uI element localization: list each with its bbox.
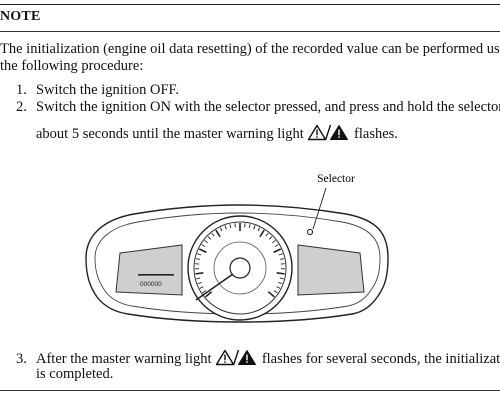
gauge-tick: [198, 248, 207, 254]
gauge-tick: [211, 232, 215, 237]
gauge-tick: [259, 229, 265, 238]
left-display-bar: [138, 274, 174, 276]
gauge-needle: [195, 273, 234, 301]
gauge-tick: [202, 290, 207, 294]
gauge-tick: [248, 224, 251, 229]
selector-callout-label: Selector: [317, 173, 355, 185]
gauge-hub: [229, 257, 251, 279]
gauge-tick: [276, 286, 281, 289]
gauge-ticks: [194, 223, 286, 298]
odometer-readout: 000000: [140, 281, 162, 288]
left-display-panel: [115, 244, 183, 296]
step-1-text: Switch the ignition OFF.: [36, 82, 180, 98]
gauge-tick: [257, 227, 261, 232]
gauge-tick: [253, 225, 256, 230]
gauge-tick: [195, 272, 204, 275]
gauge-tick: [199, 286, 204, 289]
gauge-tick: [280, 258, 285, 260]
step-3-text-line2: is completed.: [36, 366, 114, 382]
gauge-tick: [195, 258, 200, 260]
gauge-tick: [207, 236, 212, 240]
step-3-text-after-icon: flashes for several seconds, the initial…: [261, 351, 500, 367]
gauge-tick: [268, 236, 273, 240]
gauge-tick: [201, 244, 206, 247]
step-3-continuation: is completed.: [36, 366, 113, 383]
note-heading: NOTE: [0, 9, 41, 24]
gauge-tick: [197, 281, 202, 285]
note-paragraph-line2: the following procedure:: [0, 58, 144, 74]
cluster-housing-outer: [85, 204, 389, 323]
step-2: 2. Switch the ignition ON with the select…: [16, 99, 500, 116]
step-3: 3. After the master warning light flashes…: [16, 349, 500, 371]
gauge-tick: [229, 224, 232, 229]
top-rule: [0, 4, 500, 5]
selector-callout-line: [312, 187, 327, 230]
gauge-tick: [205, 291, 213, 298]
step-1: 1. Switch the ignition OFF.: [16, 82, 179, 99]
heading-rule: [0, 31, 500, 32]
master-warning-light-icon: [215, 349, 257, 371]
step-2-number: 2.: [16, 99, 27, 115]
gauge-tick: [276, 272, 285, 275]
step-2-text-line1: Switch the ignition ON with the selector…: [36, 99, 500, 115]
gauge-tick: [197, 253, 202, 256]
instrument-cluster-illustration: Selector 000000: [85, 173, 389, 323]
cluster-housing-inner: [94, 212, 381, 315]
selector-knob[interactable]: [306, 228, 314, 236]
gauge-tick: [273, 248, 282, 254]
step-1-number: 1.: [16, 82, 27, 98]
gauge-tick: [224, 225, 227, 230]
master-warning-light-icon: [308, 124, 349, 146]
note-paragraph: The initialization (engine oil data rese…: [0, 41, 500, 75]
gauge-tick: [272, 239, 276, 244]
gauge-tick: [219, 227, 223, 232]
gauge-tick: [267, 291, 275, 298]
step-2-text-after-icon: flashes.: [354, 126, 398, 142]
gauge-tick: [278, 281, 283, 285]
note-paragraph-line1: The initialization (engine oil data rese…: [0, 41, 500, 57]
gauge-tick: [204, 239, 208, 244]
gauge-tick: [273, 290, 278, 294]
gauge-tick: [274, 244, 279, 247]
gauge-tick: [279, 277, 284, 280]
bottom-rule: [0, 390, 500, 391]
gauge-tick: [196, 277, 201, 280]
gauge-tick: [278, 253, 283, 256]
gauge-inner-ring: [213, 241, 267, 295]
instrument-cluster-figure: Selector 000000: [0, 150, 500, 345]
step-2-continuation: about 5 seconds until the master warning…: [36, 124, 398, 146]
gauge-tick: [215, 229, 221, 238]
step-2-text-before-icon: about 5 seconds until the master warning…: [36, 126, 304, 142]
right-display-panel: [297, 244, 365, 296]
step-3-text-before-icon: After the master warning light: [36, 351, 212, 367]
step-3-number: 3.: [16, 351, 27, 367]
gauge-tick: [265, 232, 269, 237]
